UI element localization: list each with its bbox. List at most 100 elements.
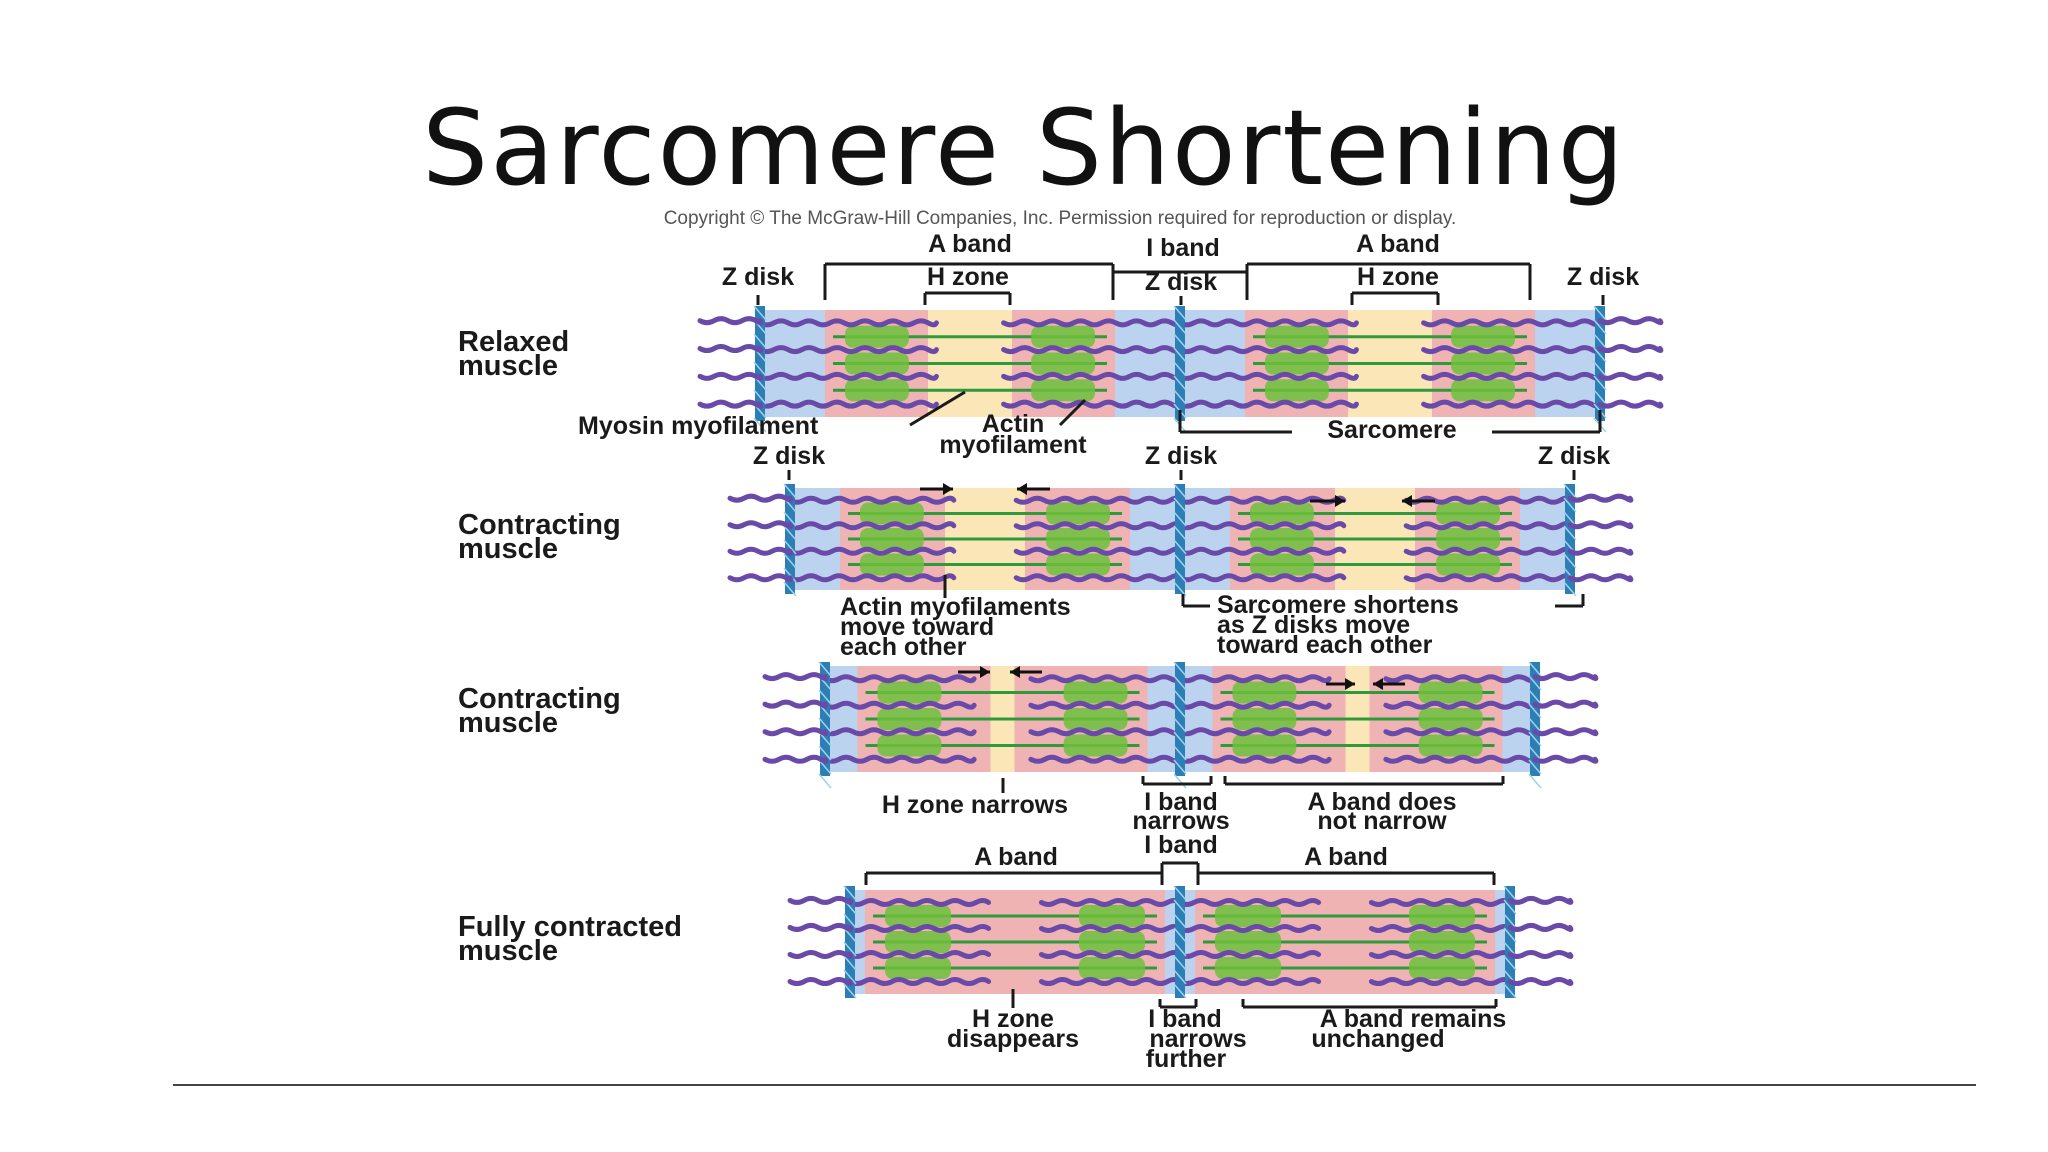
actin-filament (1421, 399, 1603, 409)
arrow-head (1402, 495, 1412, 507)
myosin-heads (1031, 352, 1095, 375)
myosin-heads (1418, 734, 1483, 757)
z-disk-hatch (843, 885, 857, 999)
actin-filament (1403, 521, 1573, 531)
actin-stub (1597, 371, 1664, 381)
actin-stub (727, 493, 794, 503)
actin-filament (1177, 727, 1332, 737)
actin-stub (697, 344, 764, 354)
actin-filament (1177, 573, 1347, 583)
actin-stub (1567, 493, 1634, 503)
bracket-line (909, 390, 966, 427)
z-disk-hatch (1173, 483, 1187, 597)
arrow-head (980, 666, 990, 678)
z-disk (1505, 886, 1515, 998)
annotation-brackets (756, 262, 1605, 1009)
actin-filament (1177, 923, 1322, 933)
actin-filament (1177, 700, 1332, 710)
z-disk (1175, 306, 1185, 421)
row-label-contracting: muscle (458, 533, 558, 565)
z-disk (1530, 662, 1540, 776)
myosin-heads (1409, 905, 1475, 927)
myosin-heads (860, 528, 924, 550)
myosin-heads (1232, 681, 1297, 704)
actin-stub (1532, 727, 1599, 737)
actin-filament (1013, 546, 1183, 556)
actin-filament (1368, 897, 1513, 907)
actin-filament (1177, 345, 1359, 355)
a-band-unchanged-label: A band remains (1320, 1005, 1507, 1033)
a-band-label: A band (928, 230, 1012, 258)
z-disk-label: Z disk (1567, 263, 1639, 291)
actin-filament (1038, 949, 1183, 959)
bracket-line (1058, 398, 1087, 427)
actin-stub (1597, 399, 1664, 409)
z-disk-label: Z disk (1145, 268, 1217, 296)
myosin-heads (1046, 502, 1110, 525)
actin-move-label: move toward (840, 613, 994, 641)
actin-filament (1038, 923, 1183, 933)
i-band-further-label: further (1146, 1045, 1227, 1073)
actin-filament (1383, 674, 1538, 684)
annotation-labels: Relaxed muscle A band I band A band H zo… (458, 230, 1639, 1073)
myosin-heads (860, 553, 924, 576)
z-disk-hatch (753, 305, 767, 433)
actin-filament (1421, 345, 1603, 355)
actin-filament (1013, 495, 1183, 505)
actin-filament (1038, 897, 1183, 907)
z-disk (755, 306, 765, 421)
arrow-head (943, 483, 953, 495)
actin-stub (787, 949, 854, 959)
myosin-heads (1451, 379, 1515, 402)
z-disk-hatch (1528, 661, 1542, 789)
actin-filament (1013, 521, 1183, 531)
actin-filament (1368, 977, 1513, 987)
z-disk (1565, 484, 1575, 594)
i-band-label: I band (1144, 831, 1218, 859)
a-band-label: A band (1304, 843, 1388, 871)
actin-filament (1383, 754, 1538, 764)
actin-filament (1177, 977, 1322, 987)
h-zone-disappears-label: H zone (972, 1005, 1054, 1033)
z-disk-label: Z disk (1538, 442, 1610, 470)
actin-filament (847, 923, 992, 933)
z-disk-hatch (818, 661, 832, 789)
myosin-heads (1063, 734, 1128, 757)
z-disk (845, 886, 855, 998)
actin-filament (1177, 897, 1322, 907)
myosin-heads (845, 379, 909, 402)
actin-stub (697, 399, 764, 409)
z-disk-hatch (1563, 483, 1577, 597)
row-label-contracting: Contracting (458, 683, 621, 715)
i-band-further-label: I band (1148, 1005, 1222, 1033)
h-zone-label: H zone (1357, 263, 1439, 291)
actin-filament (757, 371, 939, 381)
myosin-heads (845, 325, 909, 348)
actin-filament (1421, 371, 1603, 381)
actin-filament (1038, 977, 1183, 987)
actin-filament (822, 727, 977, 737)
actin-filament (757, 318, 939, 328)
myosin-heads (1265, 352, 1329, 375)
actin-stub (1507, 949, 1574, 959)
actin-filament (1028, 674, 1183, 684)
actin-filament (1001, 345, 1183, 355)
sarcomere-shortens-label: as Z disks move (1217, 611, 1410, 639)
a-band-unchanged-label: unchanged (1311, 1025, 1444, 1053)
actin-stub (1532, 699, 1599, 709)
myosin-heads (1451, 325, 1515, 348)
actin-stub (1597, 316, 1664, 326)
actin-filament (1177, 399, 1359, 409)
z-disk (820, 662, 830, 776)
z-disk (1595, 306, 1605, 421)
actin-filament (787, 521, 957, 531)
actin-label: Actin (982, 410, 1045, 438)
myosin-heads (1409, 957, 1475, 979)
z-disk (1175, 484, 1185, 594)
a-band-not-narrow-label: not narrow (1317, 807, 1447, 835)
actin-label: myofilament (939, 431, 1087, 459)
actin-filament (1177, 371, 1359, 381)
myosin-heads (1046, 553, 1110, 576)
actin-stub (1507, 922, 1574, 932)
